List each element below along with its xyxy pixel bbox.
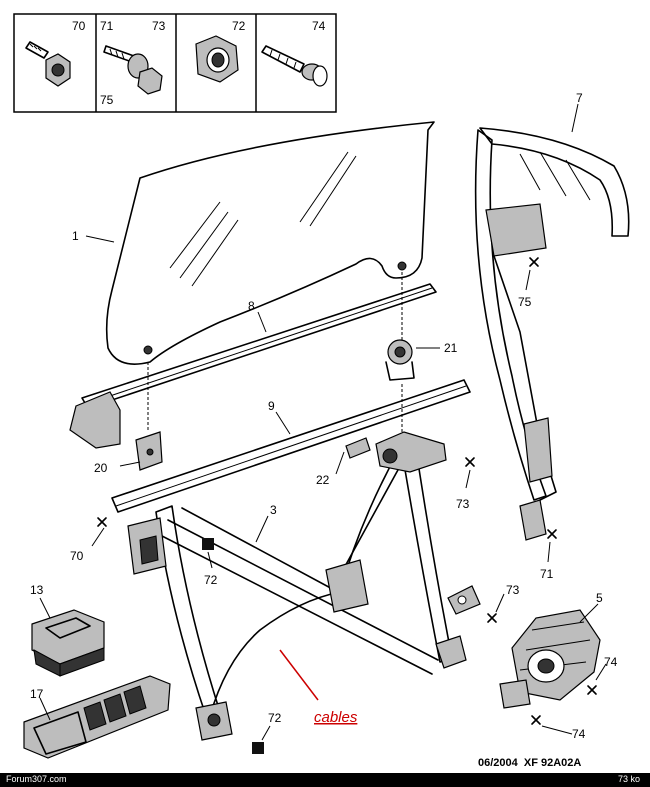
window-regulator [127, 431, 481, 741]
connector-22 [345, 437, 371, 459]
screw-70-icon [25, 41, 71, 87]
label-74-lower: 74 [572, 727, 586, 741]
label-8: 8 [248, 299, 255, 313]
label-74-upper: 74 [604, 655, 618, 669]
footer-bar: Forum307.com 73 ko [0, 773, 650, 787]
label-1: 1 [72, 229, 79, 243]
label-75: 75 [100, 93, 114, 107]
label-74: 74 [312, 19, 326, 33]
door-switch-panel [23, 675, 171, 759]
footer-site: Forum307.com [6, 774, 67, 784]
cables-annotation: cables [314, 709, 358, 726]
window-motor [499, 609, 601, 709]
leader-lines [39, 103, 607, 741]
label-72-upper: 72 [204, 573, 218, 587]
label-7: 7 [576, 91, 583, 105]
fastener-legend: 70 71 73 75 72 74 [13, 13, 337, 113]
glass-clip-20 [135, 362, 163, 471]
label-5: 5 [596, 591, 603, 605]
label-73: 73 [152, 19, 166, 33]
label-72: 72 [232, 19, 246, 33]
label-22: 22 [316, 473, 330, 487]
label-73-upper: 73 [456, 497, 470, 511]
label-71: 71 [100, 19, 114, 33]
nut-72-upper [202, 538, 214, 550]
label-71-diagram: 71 [540, 567, 554, 581]
fastener-markers [97, 257, 597, 725]
footer-size: 73 ko [617, 774, 640, 784]
label-3: 3 [270, 503, 277, 517]
screw-74-icon [261, 45, 328, 87]
lower-guide-rail [111, 379, 471, 513]
label-21: 21 [444, 341, 458, 355]
label-72-lower: 72 [268, 711, 282, 725]
nut-72-lower [252, 742, 264, 754]
bolt-71-icon [103, 45, 163, 95]
window-seal-strip [69, 283, 437, 449]
label-73-lower: 73 [506, 583, 520, 597]
label-75-diagram: 75 [518, 295, 532, 309]
nut-72-icon [195, 35, 239, 83]
label-70-diagram: 70 [70, 549, 84, 563]
glass-clip-21 [385, 272, 415, 432]
window-switch [31, 609, 105, 677]
label-17: 17 [30, 687, 44, 701]
door-glass [105, 121, 435, 365]
label-9: 9 [268, 399, 275, 413]
reference-code: 06/2004 XF 92A02A [478, 757, 581, 769]
label-20: 20 [94, 461, 108, 475]
label-13: 13 [30, 583, 44, 597]
label-70: 70 [72, 19, 86, 33]
rear-window-channel [474, 127, 630, 541]
